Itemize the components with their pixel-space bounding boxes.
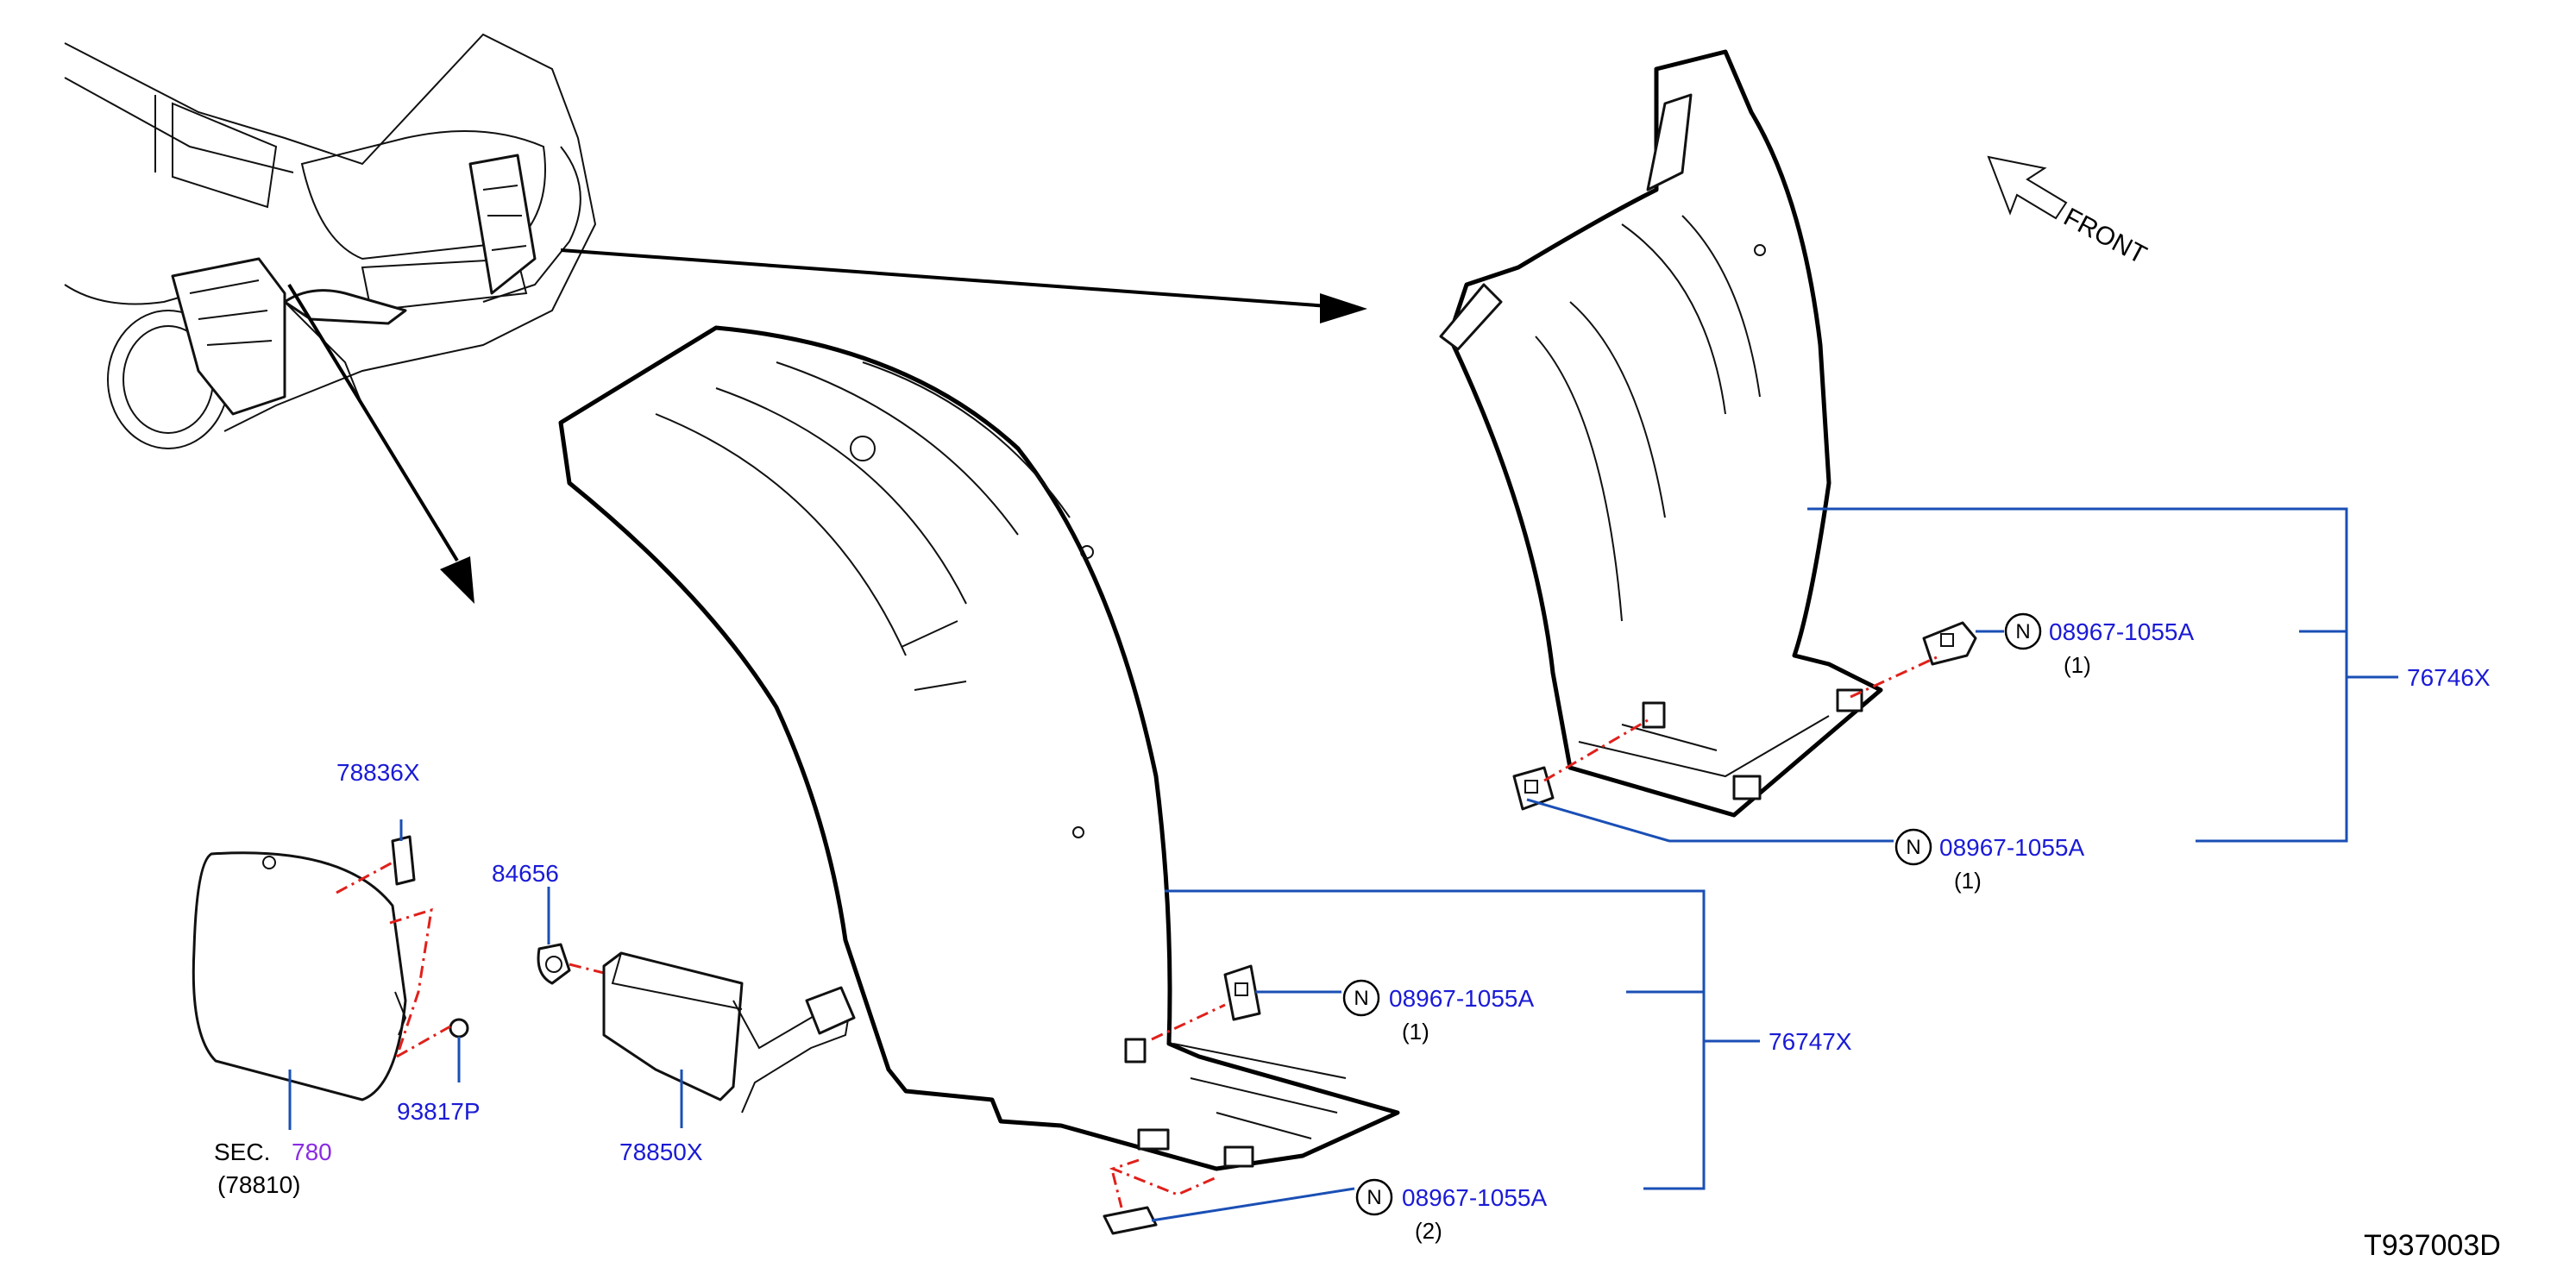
clip-mid-drawing — [1223, 964, 1261, 1021]
section-prefix: SEC. — [214, 1139, 270, 1165]
qty-clip-right-top: (1) — [2064, 652, 2091, 678]
arrow-head-right-icon — [1320, 293, 1367, 323]
filler-bracket-drawing — [391, 835, 416, 886]
diagram-code: T937003D — [2364, 1229, 2501, 1262]
clip-right-bottom-drawing — [1512, 766, 1555, 811]
qty-clip-mid: (1) — [1402, 1019, 1429, 1045]
front-label: FRONT — [2059, 203, 2152, 270]
section-number-link[interactable]: 780 — [292, 1139, 332, 1165]
assembly-line-upper-b — [1543, 718, 1649, 782]
part-number-clip-right-top[interactable]: 08967-1055A — [2049, 618, 2194, 645]
qty-clip-bottom: (2) — [1415, 1218, 1442, 1244]
notice-markers: N N N N — [1342, 612, 2042, 1216]
grommet-drawing — [537, 943, 571, 985]
qty-clip-right-bottom: (1) — [1954, 868, 1982, 894]
svg-text:N: N — [1906, 836, 1920, 859]
assembly-line-filler — [336, 861, 451, 1058]
clip-right-top-drawing — [1922, 621, 1977, 666]
notice-marker-icon: N — [1355, 1178, 1393, 1216]
assembly-line-grommet — [569, 963, 605, 975]
part-number-78850x[interactable]: 78850X — [619, 1139, 703, 1165]
svg-text:N: N — [2015, 620, 2030, 643]
part-labels: 76746X 76747X 08967-1055A (1) 08967-1055… — [336, 618, 2491, 1244]
assembly-line-lower-a — [1151, 1003, 1226, 1041]
fender-protector-lower — [558, 325, 1400, 1171]
part-number-78836x[interactable]: 78836X — [336, 759, 420, 786]
leader-lines — [288, 507, 2398, 1222]
vehicle-overview — [64, 33, 597, 449]
svg-text:N: N — [1367, 1186, 1381, 1209]
front-arrow-icon — [1987, 155, 2068, 220]
part-number-clip-right-bottom[interactable]: 08967-1055A — [1939, 834, 2084, 861]
svg-text:N: N — [1354, 987, 1368, 1010]
assembly-line-upper-a — [1850, 656, 1938, 699]
part-number-76746x[interactable]: 76746X — [2407, 664, 2491, 691]
part-number-93817p[interactable]: 93817P — [397, 1098, 481, 1125]
part-number-84656[interactable]: 84656 — [492, 860, 559, 887]
arrow-head-down-icon — [440, 556, 474, 604]
part-number-76747x[interactable]: 76747X — [1769, 1028, 1852, 1055]
notice-marker-icon: N — [1342, 979, 1380, 1017]
notice-marker-icon: N — [2004, 612, 2042, 650]
section-sub: (78810) — [217, 1171, 301, 1198]
front-direction: FRONT — [1987, 155, 2152, 270]
assembly-line-lower-b — [1109, 1158, 1217, 1208]
callout-arrows — [287, 248, 1367, 604]
part-number-clip-bottom[interactable]: 08967-1055A — [1402, 1184, 1547, 1211]
fuel-filler-lid-drawing — [192, 851, 407, 1101]
screw-drawing — [449, 1018, 469, 1038]
notice-marker-icon: N — [1894, 828, 1932, 866]
fender-protector-upper — [1439, 49, 1883, 818]
section-reference: SEC. 780 (78810) — [214, 1139, 332, 1198]
part-number-clip-mid[interactable]: 08967-1055A — [1389, 985, 1534, 1012]
clip-bottom-drawing — [1103, 1206, 1158, 1235]
fuel-box-drawing — [602, 951, 856, 1114]
